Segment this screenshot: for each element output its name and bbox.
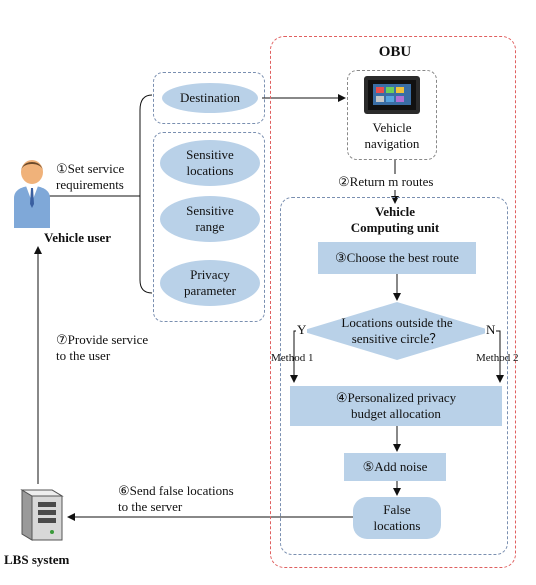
sensitive-settings-group (153, 132, 265, 322)
method2-label: Method 2 (476, 352, 519, 364)
decision-diamond (301, 302, 493, 360)
server-icon (20, 489, 64, 541)
obu-title: OBU (378, 44, 412, 60)
lbs-system-label: LBS system (4, 552, 70, 567)
privacy-parameter-node: Privacy parameter (160, 260, 260, 306)
choose-best-route-node: ③Choose the best route (318, 242, 476, 274)
requirements-brace (139, 94, 153, 294)
step2-label: ②Return m routes (338, 174, 458, 190)
vehicle-user-label: Vehicle user (44, 230, 112, 245)
vehicle-navigation-label: Vehicle navigation (364, 120, 420, 151)
destination-group (153, 72, 265, 124)
decision-label: Locations outside the sensitive circle？ (341, 315, 453, 346)
yes-label: Y (296, 322, 308, 338)
vehicle-user-icon (14, 160, 50, 228)
method1-label: Method 1 (271, 352, 314, 364)
computing-unit-container (280, 197, 508, 555)
no-label: N (485, 322, 497, 338)
car-navigation-device-icon (364, 76, 420, 114)
sensitive-locations-node: Sensitive locations (160, 140, 260, 186)
step1-label: ①Set service requirements (56, 161, 125, 192)
vehicle-navigation-box (347, 70, 437, 160)
step7-label: ⑦Provide service to the user (56, 332, 149, 363)
privacy-budget-node: ④Personalized privacy budget allocation (290, 386, 502, 426)
destination-node: Destination (162, 83, 258, 113)
step6-label: ⑥Send false locations to the server (118, 483, 234, 514)
false-locations-node: False locations (353, 497, 441, 539)
computing-unit-title: Vehicle Computing unit (350, 204, 440, 235)
add-noise-node: ⑤Add noise (344, 453, 446, 481)
sensitive-range-node: Sensitive range (160, 196, 260, 242)
obu-container (270, 36, 516, 568)
